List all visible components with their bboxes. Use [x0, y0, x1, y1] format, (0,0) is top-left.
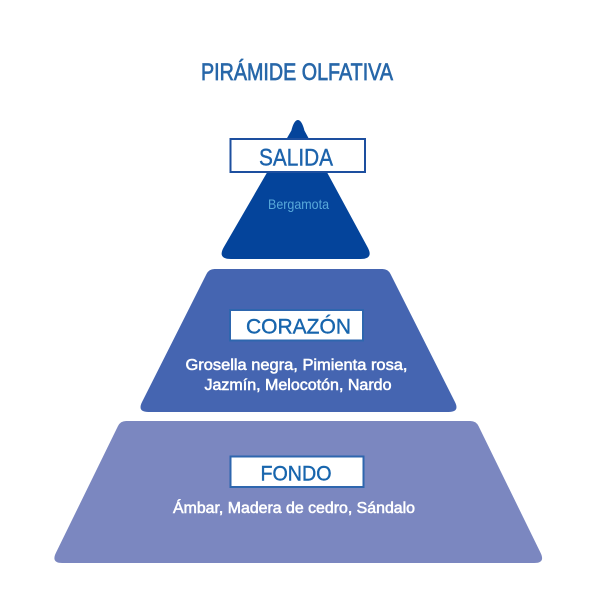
svg-text:SALIDA: SALIDA [259, 144, 333, 171]
svg-text:PIRÁMIDE OLFATIVA: PIRÁMIDE OLFATIVA [201, 59, 393, 86]
svg-text:Grosella negra, Pimienta rosa,: Grosella negra, Pimienta rosa, [186, 357, 408, 374]
svg-text:Ámbar, Madera de cedro, Sándal: Ámbar, Madera de cedro, Sándalo [173, 500, 415, 517]
svg-text:Bergamota: Bergamota [268, 196, 329, 212]
svg-text:CORAZÓN: CORAZÓN [246, 313, 351, 338]
svg-text:Jazmín, Melocotón, Nardo: Jazmín, Melocotón, Nardo [205, 377, 392, 394]
svg-text:FONDO: FONDO [261, 462, 332, 485]
